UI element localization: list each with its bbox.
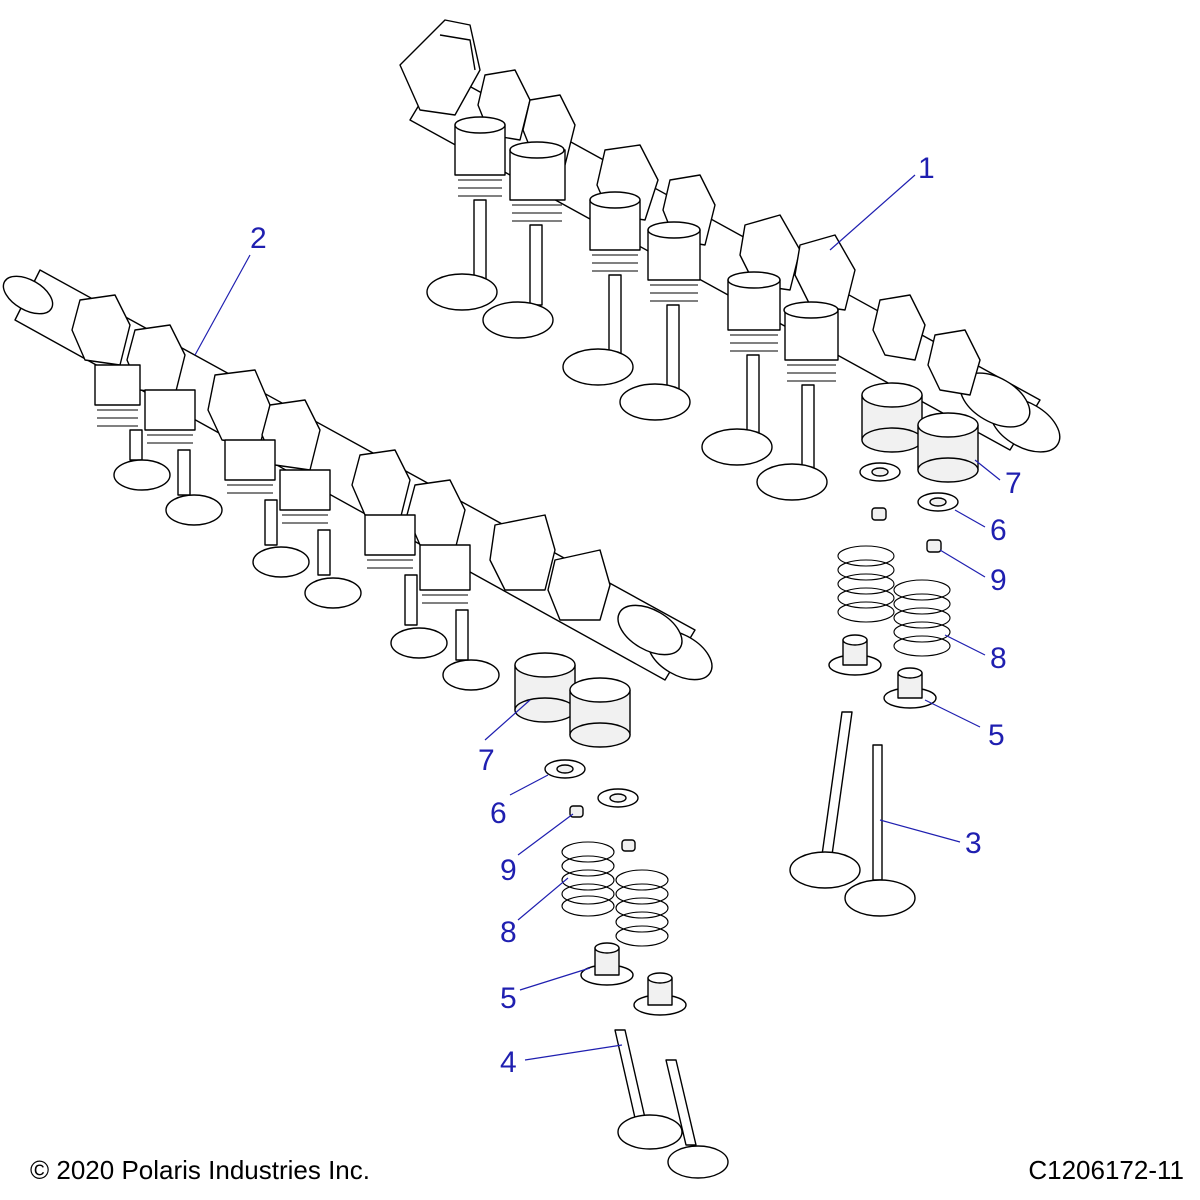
camshaft-2: [2, 269, 713, 691]
callout-7-left: 7: [478, 744, 495, 777]
camshaft-1: [399, 19, 1061, 501]
callout-7-right: 7: [1005, 467, 1022, 500]
spring-right-a: [837, 545, 895, 623]
callout-6-right: 6: [990, 514, 1007, 547]
callout-8-right: 8: [990, 642, 1007, 675]
spring-left-b: [615, 869, 669, 947]
callout-9-left: 9: [500, 854, 517, 887]
copyright-text: © 2020 Polaris Industries Inc.: [30, 1155, 370, 1185]
spring-right-b: [893, 579, 951, 657]
drawing-number: C1206172-11: [1028, 1155, 1184, 1185]
callout-3: 3: [965, 827, 982, 860]
callout-1: 1: [918, 152, 935, 185]
callout-9-right: 9: [990, 564, 1007, 597]
callout-8-left: 8: [500, 916, 517, 949]
callout-2: 2: [250, 222, 267, 255]
callouts: 1 2 3 4 5 5 6 6 7 7 8 8 9 9: [250, 152, 1022, 1079]
callout-5-left: 5: [500, 982, 517, 1015]
spring-left-a: [561, 841, 615, 917]
callout-4: 4: [500, 1046, 517, 1079]
exploded-stack-right: [789, 382, 979, 917]
exploded-stack-left: [514, 652, 729, 1179]
valve-assembly-left: [94, 364, 500, 691]
callout-6-left: 6: [490, 797, 507, 830]
leader-lines: [194, 174, 1001, 1061]
valve-assembly-upper: [426, 116, 839, 501]
callout-5-right: 5: [988, 719, 1005, 752]
